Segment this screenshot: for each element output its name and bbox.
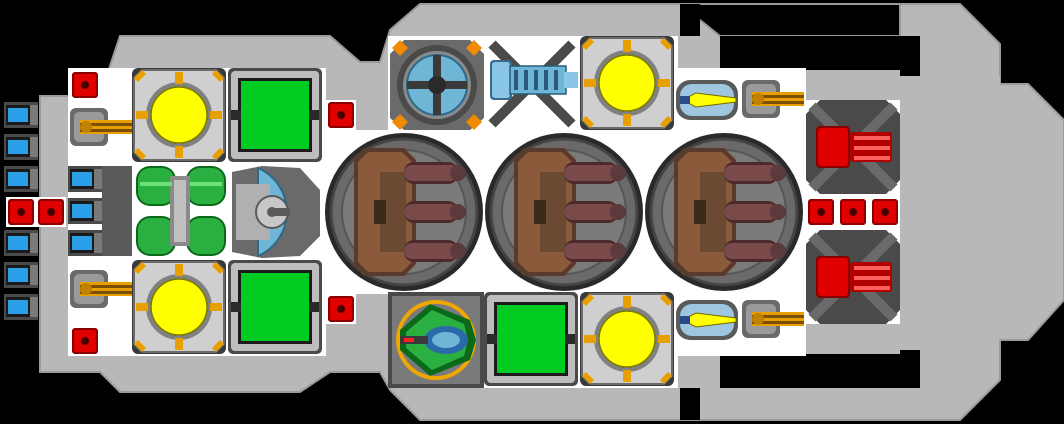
- red-block-icon[interactable]: [36, 197, 66, 227]
- reactor-core-icon[interactable]: [579, 291, 675, 387]
- red-block-icon[interactable]: [70, 326, 100, 356]
- red-block-icon[interactable]: [838, 197, 868, 227]
- green-panel-icon[interactable]: [484, 292, 578, 386]
- missile-launcher-icon[interactable]: [806, 100, 900, 194]
- blue-block-icon[interactable]: [68, 198, 102, 224]
- blue-block-column-inner: [68, 166, 132, 256]
- red-block-icon[interactable]: [6, 197, 36, 227]
- ion-cannon-icon[interactable]: [488, 40, 578, 128]
- blue-block-icon[interactable]: [4, 262, 38, 288]
- red-block-icon[interactable]: [70, 70, 100, 100]
- blue-block-icon[interactable]: [4, 102, 38, 128]
- reactor-core-icon[interactable]: [131, 67, 227, 163]
- red-block-icon[interactable]: [870, 197, 900, 227]
- beam-turret-icon[interactable]: [675, 79, 739, 121]
- shield-dome-icon[interactable]: [232, 166, 320, 258]
- blue-block-icon[interactable]: [4, 134, 38, 160]
- reactor-core-icon[interactable]: [131, 259, 227, 355]
- red-block-icon[interactable]: [806, 197, 836, 227]
- blue-block-icon[interactable]: [4, 294, 38, 320]
- green-tank-icon[interactable]: [132, 164, 228, 260]
- cannon-battery-icon[interactable]: [483, 131, 645, 293]
- fighter-bay-icon[interactable]: [388, 292, 484, 388]
- fan-hub-icon[interactable]: [390, 40, 484, 130]
- cannon-battery-icon[interactable]: [323, 131, 485, 293]
- reactor-core-icon[interactable]: [579, 35, 675, 131]
- cannon-battery-icon[interactable]: [643, 131, 805, 293]
- missile-launcher-icon[interactable]: [806, 230, 900, 324]
- beam-turret-icon[interactable]: [675, 299, 739, 341]
- blue-block-icon[interactable]: [4, 230, 38, 256]
- green-panel-icon[interactable]: [228, 68, 322, 162]
- red-block-icon[interactable]: [326, 100, 356, 130]
- blue-block-icon[interactable]: [68, 230, 102, 256]
- red-block-icon[interactable]: [326, 294, 356, 324]
- green-panel-icon[interactable]: [228, 260, 322, 354]
- blue-block-icon[interactable]: [68, 166, 102, 192]
- blue-block-icon[interactable]: [4, 166, 38, 192]
